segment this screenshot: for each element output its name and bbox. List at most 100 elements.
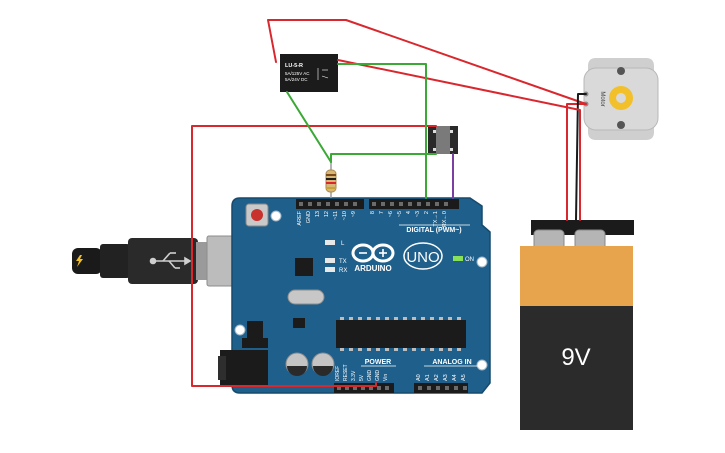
digital-pin-hole[interactable]: [317, 202, 321, 206]
digital-pin-label: RX←0: [442, 211, 448, 227]
digital-pin-hole[interactable]: [444, 202, 448, 206]
power-pin-label: GND: [367, 370, 373, 382]
uno-label: UNO: [406, 249, 439, 266]
digital-pin-hole[interactable]: [381, 202, 385, 206]
relay-rating-ac: 5A/125V AC: [285, 71, 310, 76]
chip-pin: [448, 348, 452, 351]
mounting-hole: [270, 210, 282, 222]
power-pin-hole[interactable]: [353, 386, 357, 390]
power-pin-hole[interactable]: [345, 386, 349, 390]
digital-pin-hole[interactable]: [326, 202, 330, 206]
wire-green-relay-gnd[interactable]: [286, 91, 332, 163]
power-pin-hole[interactable]: [377, 386, 381, 390]
analog-pin-hole[interactable]: [445, 386, 449, 390]
digital-pin-hole[interactable]: [308, 202, 312, 206]
power-jack-edge: [218, 356, 226, 380]
chip-pin: [340, 348, 344, 351]
wire-red-relay-battery[interactable]: [337, 59, 581, 221]
chip-pin: [394, 348, 398, 351]
power-pin-hole[interactable]: [369, 386, 373, 390]
dc-motor[interactable]: Motor: [583, 58, 659, 140]
digital-pin-label: ~5: [397, 211, 403, 217]
chip-pin: [430, 317, 434, 320]
led-tx: [325, 258, 335, 263]
digital-pin-label: ~10: [342, 211, 348, 220]
battery-wrap-bottom: [520, 306, 633, 430]
digital-pin-label: ~6: [388, 211, 394, 217]
analog-pin-hole[interactable]: [454, 386, 458, 390]
digital-pin-hole[interactable]: [408, 202, 412, 206]
led-l: [325, 240, 335, 245]
chip-pin: [448, 317, 452, 320]
power-pin-label: 5V: [359, 374, 365, 381]
wire-red-relay-motor[interactable]: [267, 19, 587, 105]
push-button[interactable]: [428, 126, 458, 154]
wire-red-5v-button[interactable]: [191, 125, 437, 387]
digital-pin-hole[interactable]: [344, 202, 348, 206]
motor-label: Motor: [599, 91, 605, 106]
push-button-cap[interactable]: [436, 126, 450, 154]
power-jack[interactable]: [220, 350, 268, 386]
digital-pin-hole[interactable]: [299, 202, 303, 206]
digital-pin-label: 4: [406, 211, 412, 214]
led-rx-label: RX: [339, 268, 347, 274]
relay[interactable]: LU-5-R 5A/125V AC 5A/24V DC: [280, 54, 338, 92]
battery-9v[interactable]: 9V: [520, 220, 634, 430]
push-button-leg: [433, 130, 436, 133]
voltage-regulator: [247, 321, 263, 341]
chip-pin: [412, 317, 416, 320]
chip-pin: [403, 348, 407, 351]
analog-pin-label: A1: [425, 374, 431, 381]
analog-pin-label: A2: [434, 374, 440, 381]
led-rx: [325, 267, 335, 272]
led-on-label: ON: [465, 257, 474, 263]
digital-pin-label: ~3: [415, 211, 421, 217]
digital-pin-label: 7: [379, 211, 385, 214]
digital-pin-hole[interactable]: [417, 202, 421, 206]
analog-pin-hole[interactable]: [418, 386, 422, 390]
digital-pin-label: GND: [306, 211, 312, 223]
analog-pin-hole[interactable]: [427, 386, 431, 390]
chip-pin: [403, 317, 407, 320]
wire-green-relay-pin5[interactable]: [337, 63, 427, 199]
digital-pin-hole[interactable]: [372, 202, 376, 206]
digital-pin-hole[interactable]: [435, 202, 439, 206]
digital-pin-label: ~11: [333, 211, 339, 220]
usb-plug-collar: [196, 242, 208, 280]
analog-label: ANALOG IN: [432, 359, 471, 366]
analog-pin-hole[interactable]: [436, 386, 440, 390]
chip-pin: [439, 348, 443, 351]
digital-pin-hole[interactable]: [399, 202, 403, 206]
lightning-icon: [76, 255, 83, 267]
digital-pin-hole[interactable]: [426, 202, 430, 206]
power-pin-label: 3.3V: [351, 370, 357, 381]
mounting-hole: [476, 359, 488, 371]
mounting-hole: [476, 256, 488, 268]
chip-pin: [376, 348, 380, 351]
header-right: [369, 199, 459, 209]
chip-pin: [385, 348, 389, 351]
chip-pin: [367, 317, 371, 320]
relay-rating-dc: 5A/24V DC: [285, 77, 308, 82]
digital-pin-hole[interactable]: [390, 202, 394, 206]
analog-pin-hole[interactable]: [463, 386, 467, 390]
reset-button-cap[interactable]: [251, 209, 263, 221]
wire-black-motor-battery[interactable]: [575, 93, 587, 221]
digital-pin-hole[interactable]: [335, 202, 339, 206]
wire-green-button-resistor[interactable]: [330, 153, 437, 163]
chip-pin: [394, 317, 398, 320]
chip-pin: [376, 317, 380, 320]
power-pin-hole[interactable]: [361, 386, 365, 390]
chip-pin: [358, 348, 362, 351]
resistor[interactable]: [325, 162, 337, 198]
digital-pin-hole[interactable]: [353, 202, 357, 206]
wire-red-motor-battery[interactable]: [566, 103, 587, 221]
power-pin-hole[interactable]: [337, 386, 341, 390]
battery-wrap-top: [520, 246, 633, 308]
digital-pin-label: 8: [370, 211, 376, 214]
power-pin-hole[interactable]: [385, 386, 389, 390]
power-pin-label: RESET: [343, 364, 349, 381]
usb-cable: [72, 235, 268, 287]
